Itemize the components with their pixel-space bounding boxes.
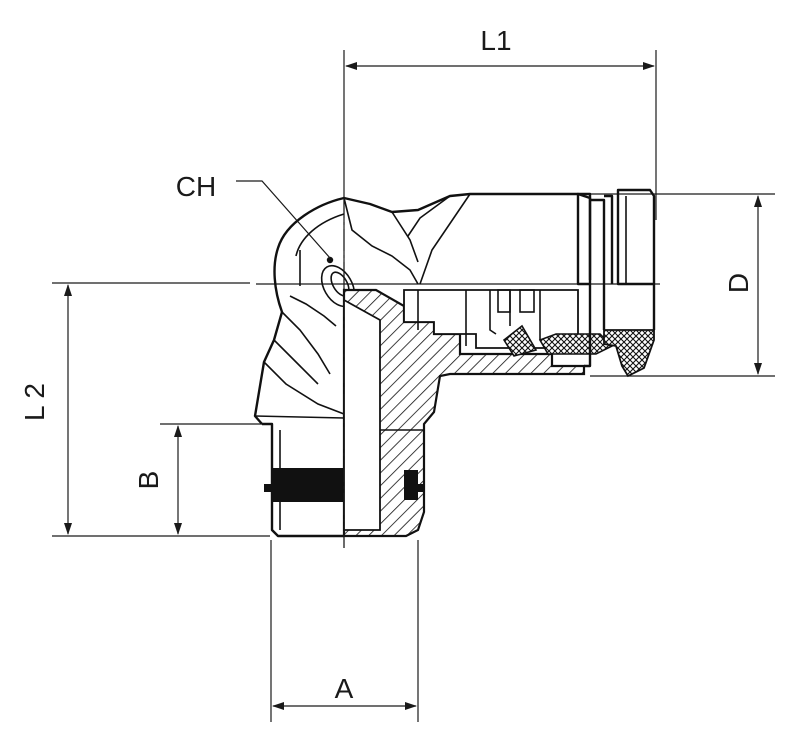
- ch-leader-line: [236, 180, 331, 259]
- label-l2: L 2: [19, 383, 50, 421]
- label-b: B: [133, 471, 164, 490]
- label-d: D: [723, 273, 754, 293]
- label-ch: CH: [176, 171, 216, 202]
- elbow-fitting-body: [253, 188, 656, 538]
- dimension-lines: [64, 62, 762, 710]
- label-a: A: [335, 673, 354, 704]
- label-l1: L1: [480, 25, 511, 56]
